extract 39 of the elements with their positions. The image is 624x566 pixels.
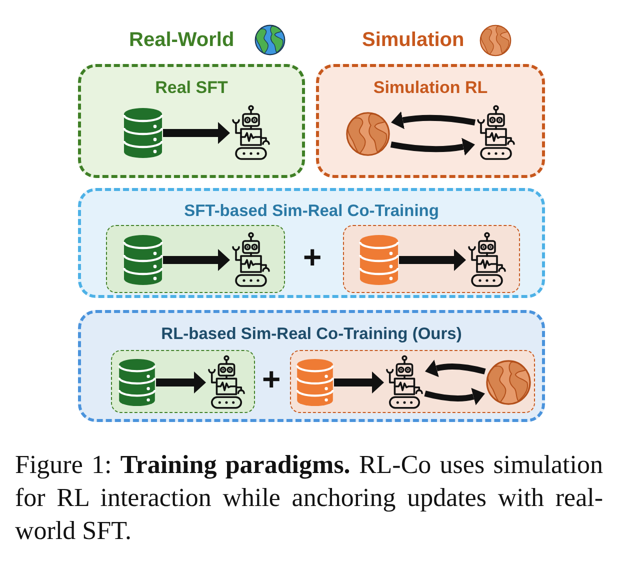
dashed-panel [111,350,255,413]
database-icon [123,107,163,159]
database-icon [118,358,156,407]
plus-sign: + [262,363,281,395]
dashed-panel [343,225,520,293]
globe-icon [485,359,532,406]
globe-icon [345,111,391,157]
robot-icon [475,105,517,161]
arrow [424,388,486,406]
robot-icon [206,355,247,410]
column-heading: Real-World [129,30,234,50]
dashed-panel [78,64,305,178]
dashed-panel [106,225,285,293]
robot-icon [384,355,425,410]
robot-icon [230,105,272,161]
arrow [163,122,230,144]
dashed-panel [78,188,545,298]
database-icon [123,234,163,286]
dashed-panel [290,350,535,413]
figure-caption: Figure 1: Training paradigms. RL-Co uses simulation for RL interaction while anchoring updates with real-world SFT. [15,449,603,547]
arrow [163,249,230,271]
database-icon [359,234,399,286]
arrow [399,249,466,271]
arrow [424,360,486,378]
plus-sign: + [303,241,322,273]
arrow [334,372,384,394]
arrow [390,138,476,156]
robot-icon [466,232,508,288]
column-heading: Simulation [362,30,464,50]
panel-title: RL-based Sim-Real Co-Training (Ours) [161,326,462,342]
robot-icon [230,232,272,288]
panel-title: Simulation RL [373,79,488,96]
arrow [156,372,206,394]
arrow [390,111,476,130]
dashed-panel [316,64,545,178]
panel-title: SFT-based Sim-Real Co-Training [184,203,439,220]
panel-title: Real SFT [155,79,228,96]
database-icon [296,358,334,407]
dashed-panel [78,310,545,422]
